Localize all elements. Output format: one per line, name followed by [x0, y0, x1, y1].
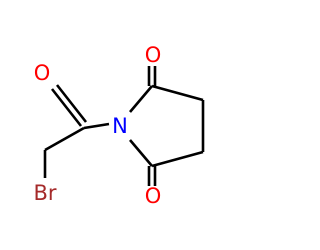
- bond-n-c-top: [129, 85, 153, 113]
- atom-oxygen-bottom: O: [145, 184, 162, 208]
- bond-c-acyl-o-1: [50, 88, 83, 127]
- atom-oxygen-acyl: O: [34, 61, 51, 85]
- bromoacetyl-succinimide-structure: O O O N Br: [33, 43, 205, 208]
- bond-n-c-acyl: [83, 122, 110, 130]
- bond-c-bottom-n: [129, 139, 153, 167]
- bond-c-acyl-o-2: [55, 84, 88, 123]
- atom-oxygen-top: O: [145, 43, 162, 67]
- atom-bromine: Br: [33, 181, 56, 205]
- bond-ch2-c-bottom: [151, 150, 204, 168]
- atom-nitrogen: N: [112, 114, 128, 138]
- bond-c-acyl-ch2: [44, 126, 85, 152]
- bond-c-top-ch2: [151, 84, 204, 102]
